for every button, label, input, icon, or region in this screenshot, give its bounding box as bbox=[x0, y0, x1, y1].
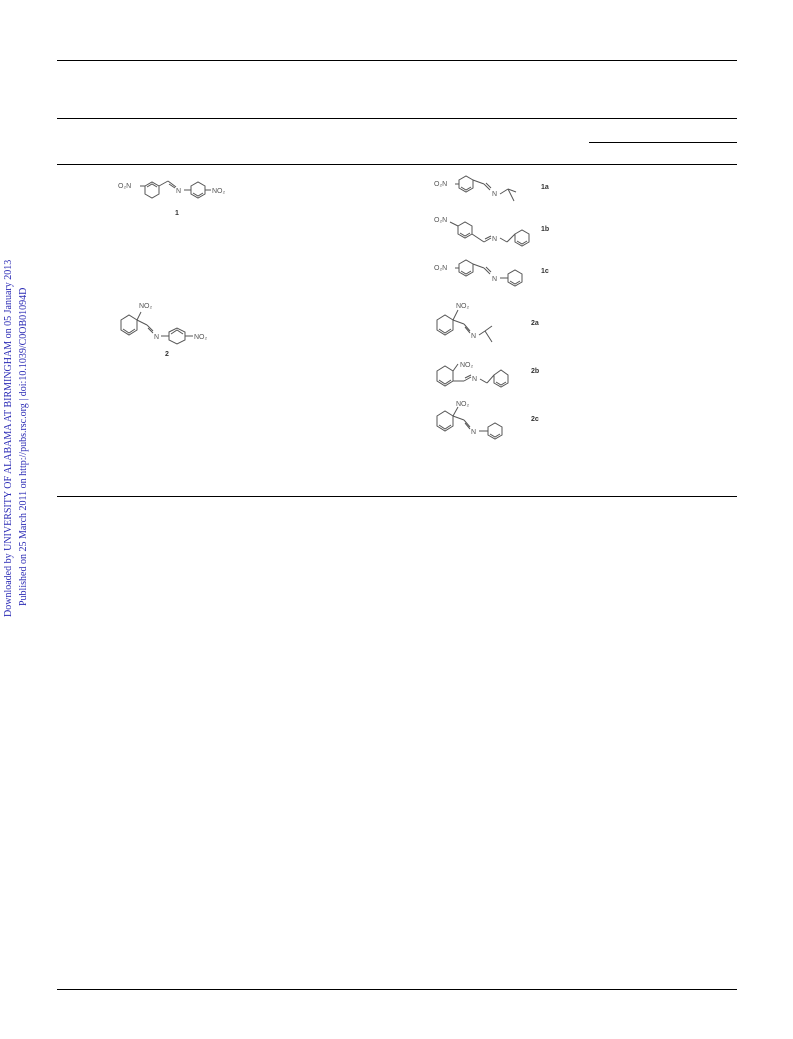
nitro-group-label: NO₂ bbox=[194, 334, 208, 341]
table-header-rule bbox=[57, 118, 737, 119]
compound-label: 2c bbox=[531, 416, 539, 423]
structure-compound-1a: O₂N N bbox=[434, 172, 534, 206]
structure-compound-2: NO₂ N NO₂ bbox=[117, 300, 237, 345]
compound-label: 1 bbox=[175, 210, 179, 217]
nitro-group-label: NO₂ bbox=[212, 188, 226, 195]
compound-label: 1c bbox=[541, 268, 549, 275]
nitro-group-label: O₂N bbox=[434, 265, 447, 272]
table-top-rule bbox=[57, 60, 737, 61]
imine-nitrogen-label: N bbox=[154, 334, 159, 341]
compound-label: 2 bbox=[165, 351, 169, 358]
compound-label: 1b bbox=[541, 226, 550, 233]
structure-compound-2a: NO₂ N bbox=[434, 298, 524, 346]
download-sidebar: Downloaded by UNIVERSITY OF ALABAMA AT B… bbox=[0, 0, 40, 660]
nitro-group-label: NO₂ bbox=[460, 362, 474, 369]
structure-compound-1b: O₂N N bbox=[434, 214, 544, 248]
imine-nitrogen-label: N bbox=[492, 236, 497, 243]
page-footer-rule bbox=[57, 989, 737, 990]
table-body-rule bbox=[57, 164, 737, 165]
imine-nitrogen-label: N bbox=[471, 333, 476, 340]
structure-compound-1c: O₂N N bbox=[434, 256, 534, 290]
structure-compound-1: O₂N N NO₂ bbox=[118, 172, 248, 206]
nitro-group-label: O₂N bbox=[118, 183, 131, 190]
imine-nitrogen-label: N bbox=[492, 191, 497, 198]
compound-label: 1a bbox=[541, 184, 549, 191]
imine-nitrogen-label: N bbox=[472, 376, 477, 383]
imine-nitrogen-label: N bbox=[176, 188, 181, 195]
publication-notice: Published on 25 March 2011 on http://pub… bbox=[18, 287, 29, 606]
nitro-group-label: NO₂ bbox=[139, 303, 153, 310]
imine-nitrogen-label: N bbox=[492, 276, 497, 283]
table-subheader-rule bbox=[589, 142, 737, 143]
compound-label: 2b bbox=[531, 368, 540, 375]
table-bottom-rule bbox=[57, 496, 737, 497]
imine-nitrogen-label: N bbox=[471, 429, 476, 436]
nitro-group-label: O₂N bbox=[434, 181, 447, 188]
download-notice: Downloaded by UNIVERSITY OF ALABAMA AT B… bbox=[3, 259, 14, 617]
nitro-group-label: O₂N bbox=[434, 217, 447, 224]
nitro-group-label: NO₂ bbox=[456, 401, 470, 408]
structure-compound-2b: NO₂ N bbox=[434, 355, 534, 389]
compound-label: 2a bbox=[531, 320, 539, 327]
nitro-group-label: NO₂ bbox=[456, 303, 470, 310]
structure-compound-2c: NO₂ N bbox=[434, 398, 524, 444]
